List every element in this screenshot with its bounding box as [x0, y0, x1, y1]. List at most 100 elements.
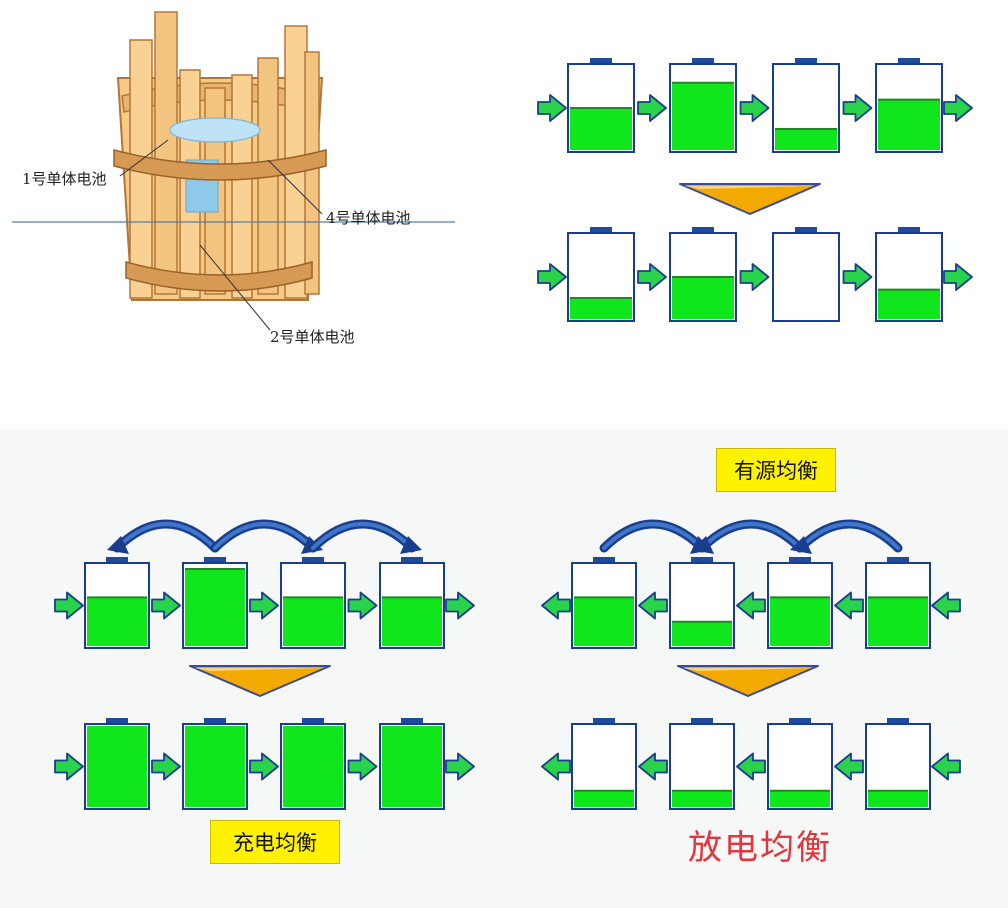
discharge-before-flow-arrow [834, 591, 864, 620]
top-right-before-battery [567, 58, 635, 153]
top-right-before-flow-arrow [637, 94, 667, 122]
barrel-stave [154, 11, 178, 295]
battery-fill [775, 129, 837, 150]
charge-before-flow-arrow [445, 591, 475, 620]
charge-before-flow-arrow [54, 591, 84, 620]
discharge-transfer-arrow [790, 519, 903, 554]
discharge-after-flow-arrow [834, 752, 864, 781]
discharge-after-battery [669, 718, 735, 810]
top-right-after-battery [875, 227, 943, 322]
barrel-hoop [113, 149, 327, 181]
charge-after-battery [379, 718, 445, 810]
battery-fill [672, 621, 732, 646]
battery-cap [401, 718, 423, 724]
charge-before-battery [84, 557, 150, 649]
battery-fill [868, 597, 928, 646]
battery-cap [898, 58, 920, 64]
active-balance-label: 有源均衡 [716, 448, 836, 492]
battery-cap [590, 58, 612, 64]
barrel-stave [304, 51, 320, 295]
charge-balance-label: 充电均衡 [210, 820, 340, 864]
top-right-before-flow-arrow [537, 94, 567, 122]
barrel-stave [231, 74, 253, 299]
top-right-after-flow-arrow [537, 263, 567, 291]
battery-fill [770, 790, 830, 807]
battery-cap [887, 718, 909, 724]
charge-after-battery [280, 718, 346, 810]
curved-arrow-shine [798, 522, 900, 550]
discharge-before-battery [669, 557, 735, 649]
curved-arrow-shine [311, 522, 414, 550]
cell-label-4: 4号单体电池 [326, 209, 411, 227]
battery-cap [898, 227, 920, 233]
battery-cap [106, 557, 128, 563]
curved-arrow-shine [602, 522, 704, 550]
battery-fill [672, 277, 734, 319]
top-right-after-flow-arrow [637, 263, 667, 291]
battery-fill [878, 99, 940, 150]
battery-fill [87, 726, 147, 807]
barrel-illustration [12, 11, 455, 331]
battery-fill [185, 569, 245, 646]
top-right-after-flow-arrow [739, 263, 770, 291]
battery-cap [302, 557, 324, 563]
discharge-balance-label: 放电均衡 [688, 828, 832, 868]
battery-cap [691, 557, 713, 563]
battery-fill [868, 790, 928, 807]
battery-cap [692, 227, 714, 233]
battery-cap [401, 557, 423, 563]
battery-fill [87, 597, 147, 646]
battery-case [772, 232, 840, 322]
battery-cap [593, 557, 615, 563]
curved-arrow-shine [213, 522, 315, 550]
charge-after-flow-arrow [151, 752, 181, 781]
curved-arrow-head [692, 536, 714, 554]
top-right-before-battery [669, 58, 737, 153]
top-right-before-battery [772, 58, 840, 153]
charge-transfer-arrow [107, 519, 220, 554]
discharge-before-battery [571, 557, 637, 649]
battery-fill [185, 726, 245, 807]
top-right-before-flow-arrow [739, 94, 770, 122]
discharge-after-flow-arrow [638, 752, 668, 781]
big-down-arrow-highlight [682, 668, 814, 671]
big-down-arrow-highlight [684, 186, 816, 189]
discharge-after-battery [865, 718, 931, 810]
charge-before-battery [379, 557, 445, 649]
battery-fill [672, 82, 734, 150]
lower-background [0, 430, 1008, 908]
top-right-before-flow-arrow [943, 94, 973, 122]
discharge-after-flow-arrow [931, 752, 961, 781]
battery-fill [382, 597, 442, 646]
battery-fill [570, 108, 632, 150]
pointer-line [119, 139, 169, 177]
battery-cap [590, 227, 612, 233]
battery-cap [887, 557, 909, 563]
battery-cap [593, 718, 615, 724]
battery-fill [283, 597, 343, 646]
curved-arrow-head [790, 536, 812, 554]
discharge-before-flow-arrow [736, 591, 766, 620]
water-surface-front [169, 117, 261, 143]
battery-cap [789, 718, 811, 724]
discharge-before-flow-arrow [931, 591, 961, 620]
top-right-after-flow-arrow [842, 263, 873, 291]
top-right-before-flow-arrow [842, 94, 873, 122]
battery-fill [574, 790, 634, 807]
curved-arrow-shine [700, 522, 802, 550]
barrel-hoop [125, 261, 313, 292]
big-down-arrow-highlight [194, 668, 326, 671]
battery-fill [672, 790, 732, 807]
battery-cap [795, 58, 817, 64]
charge-after-flow-arrow [249, 752, 279, 781]
battery-cap [691, 718, 713, 724]
curved-arrow-head [107, 536, 129, 554]
curved-arrow-head [400, 536, 422, 554]
charge-after-battery [182, 718, 248, 810]
charge-after-flow-arrow [347, 752, 378, 781]
top-right-after-flow-arrow [943, 263, 973, 291]
cell-label-2: 2号单体电池 [270, 328, 355, 346]
battery-cap [789, 557, 811, 563]
curved-arrow-shine [115, 522, 217, 550]
